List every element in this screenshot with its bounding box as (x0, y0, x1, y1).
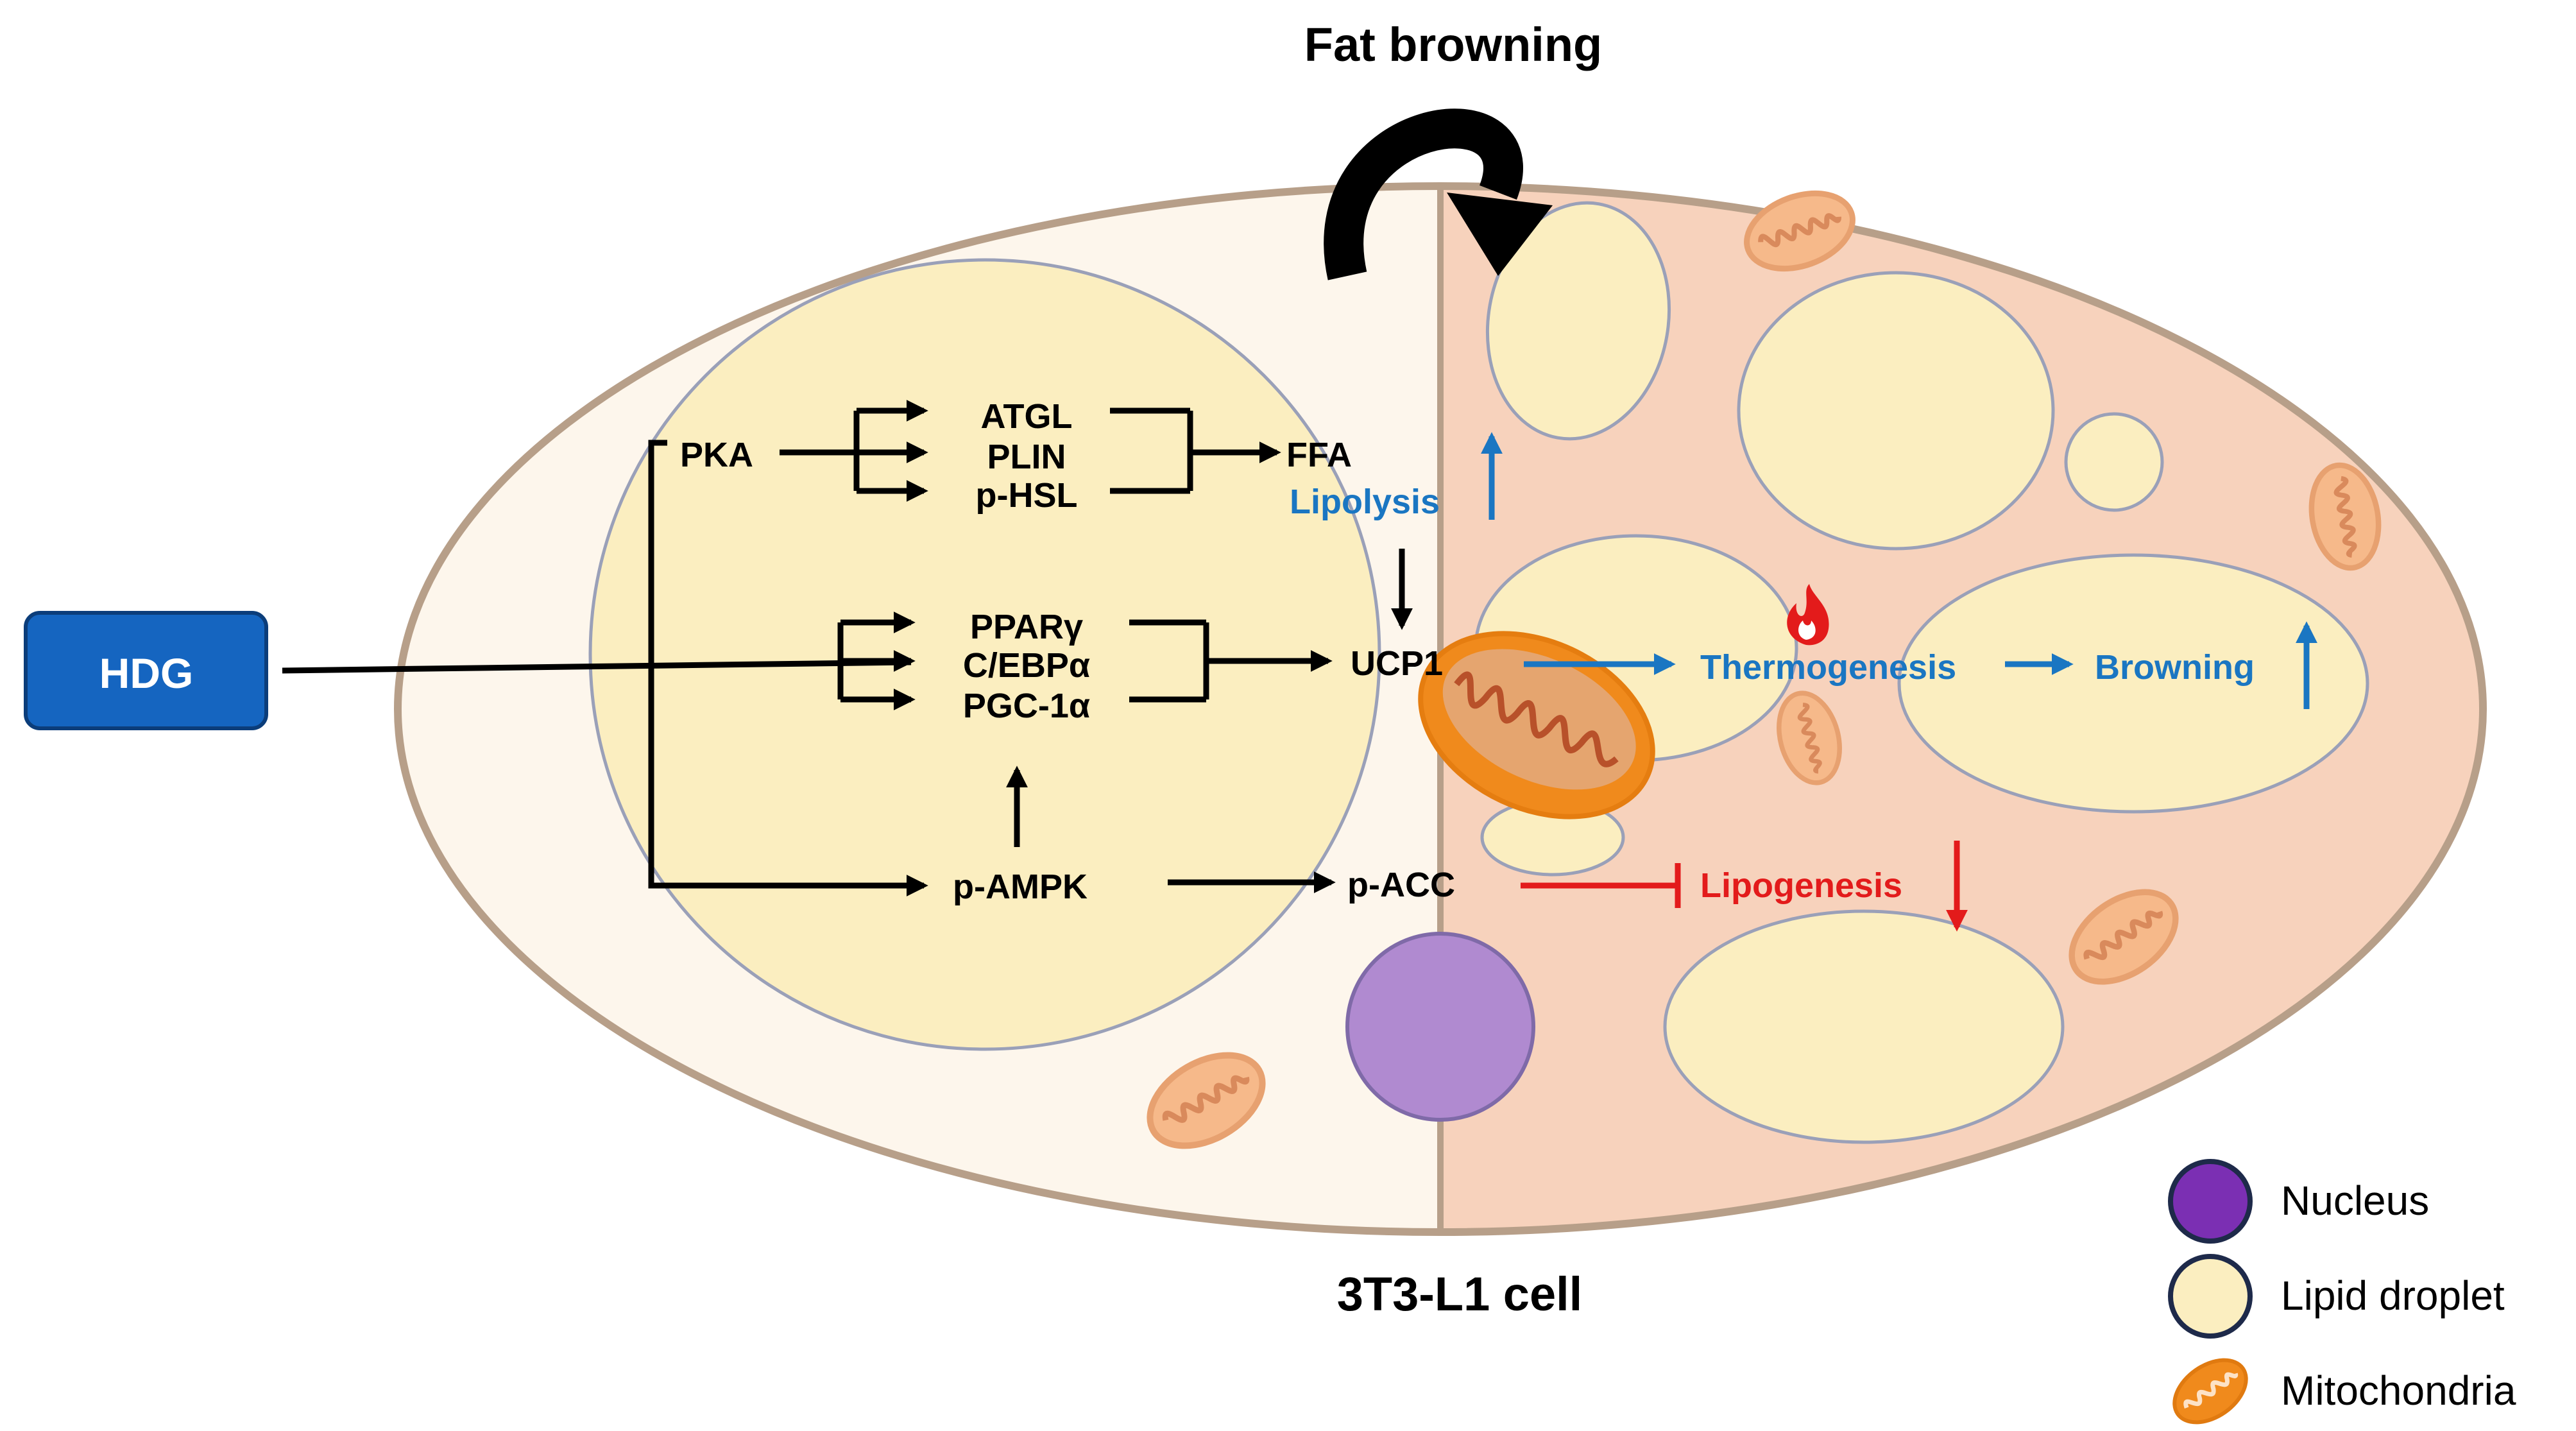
red-arrows (1521, 841, 1968, 932)
labels-blue: Lipolysis Thermogenesis Browning (1290, 483, 2255, 687)
legend-label-mitochondria: Mitochondria (2281, 1367, 2516, 1414)
label-ppar: PPARγ (970, 608, 1083, 646)
label-pampk: p-AMPK (953, 868, 1088, 906)
label-lipogenesis: Lipogenesis (1700, 866, 1902, 905)
labels-black: PKA ATGL PLIN p-HSL FFA PPARγ C/EBPα PGC… (680, 397, 1455, 906)
label-pka: PKA (680, 436, 753, 474)
lipid-droplet-icon (2168, 1254, 2253, 1339)
fat-browning-arrow (1324, 108, 1553, 280)
legend-label-lipid-droplet: Lipid droplet (2281, 1272, 2505, 1319)
label-pacc: p-ACC (1347, 866, 1455, 904)
hdg-box: HDG (24, 611, 268, 730)
nucleus-icon (2168, 1159, 2253, 1244)
cytoplasm-region (588, 258, 1381, 1051)
legend-label-nucleus: Nucleus (2281, 1178, 2429, 1224)
label-ffa: FFA (1286, 436, 1352, 474)
hdg-arrow (282, 659, 912, 674)
cell-label: 3T3-L1 cell (1337, 1267, 1583, 1321)
label-atgl: ATGL (981, 397, 1073, 436)
nucleus (1345, 932, 1535, 1122)
label-pgc: PGC-1α (963, 687, 1090, 725)
legend: Nucleus Lipid droplet Mitochondria (2168, 1159, 2516, 1425)
label-plin: PLIN (987, 438, 1066, 476)
title: Fat browning (1304, 18, 1603, 71)
flame-icon (1787, 584, 1829, 646)
label-browning: Browning (2095, 648, 2255, 687)
mitochondria-icon (2172, 1358, 2248, 1425)
label-lipolysis: Lipolysis (1290, 483, 1440, 521)
pathway-connectors (648, 400, 1413, 896)
hdg-label: HDG (99, 649, 194, 697)
label-phsl: p-HSL (976, 476, 1078, 515)
label-thermogenesis: Thermogenesis (1700, 648, 1956, 687)
label-cebp: C/EBPα (963, 646, 1090, 685)
blue-arrows (1481, 432, 2317, 709)
mitochondria-large (1418, 631, 1655, 819)
label-ucp1: UCP1 (1351, 644, 1443, 683)
